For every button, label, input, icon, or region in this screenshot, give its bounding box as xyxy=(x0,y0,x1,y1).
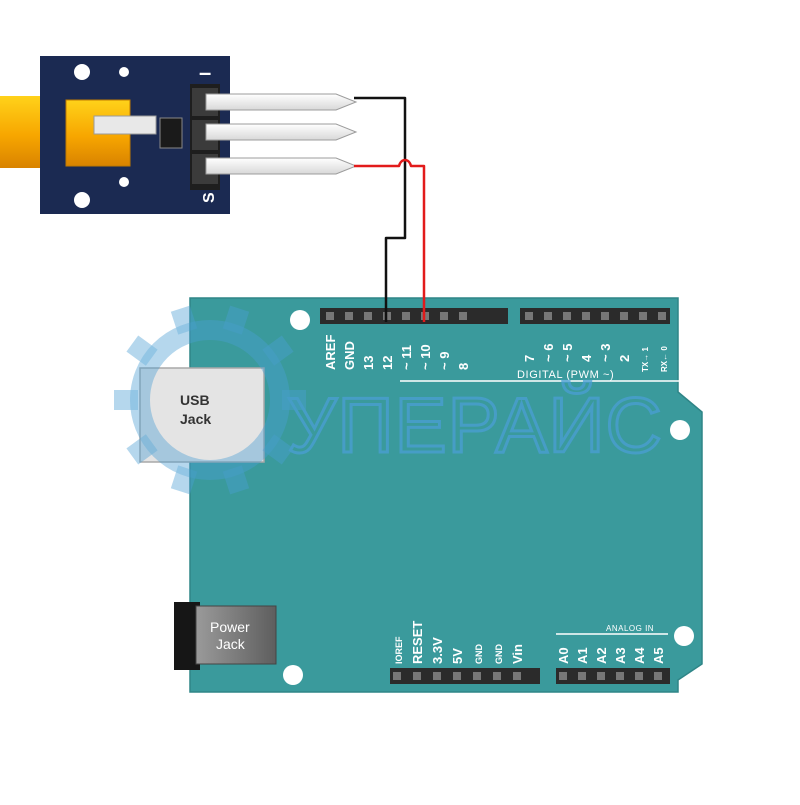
pin-label: TX→ 1 xyxy=(641,347,650,372)
usb-label: USB xyxy=(180,392,210,408)
module-pin-minus xyxy=(205,93,358,111)
pin-label: 12 xyxy=(380,356,395,370)
header-pin-hole xyxy=(453,672,461,680)
mounting-hole xyxy=(290,310,310,330)
mounting-hole xyxy=(283,665,303,685)
pin-label: A2 xyxy=(594,647,609,664)
pin-label: A4 xyxy=(632,647,647,664)
header-pin-hole xyxy=(616,672,624,680)
power-jack-label: Power xyxy=(210,619,250,635)
module-minus-label: – xyxy=(199,60,211,85)
usb-jack: USB Jack xyxy=(139,367,265,463)
header-pin-hole xyxy=(654,672,662,680)
pin-labels: AREF GND 13 12 ~ 11 ~ 10 ~ 9 8 7 ~ 6 ~ 5 4 ~ 3 2 TX→ 1… xyxy=(323,335,669,664)
mounting-hole xyxy=(674,626,694,646)
header-pin-hole xyxy=(559,672,567,680)
module-pin-middle xyxy=(205,123,358,141)
usb-label: Jack xyxy=(180,411,211,427)
header-pin-hole xyxy=(440,312,448,320)
pin-label: 4 xyxy=(579,354,594,362)
header-pin-hole xyxy=(582,312,590,320)
pin-label: IOREF xyxy=(394,636,404,664)
header-pin-hole xyxy=(658,312,666,320)
pin-label: GND xyxy=(342,341,357,370)
laser-module: – S xyxy=(0,56,358,214)
module-pin-signal xyxy=(205,157,358,175)
pcb-hole xyxy=(74,192,90,208)
analog-header xyxy=(556,668,670,684)
pin-label: ~ 9 xyxy=(437,352,452,370)
pin-label: RX← 0 xyxy=(660,346,669,372)
header-pin-hole xyxy=(413,672,421,680)
header-pin-hole xyxy=(364,312,372,320)
pcb-hole xyxy=(74,64,90,80)
header-pin-hole xyxy=(525,312,533,320)
pin-label: 13 xyxy=(361,356,376,370)
header-pin-hole xyxy=(513,672,521,680)
pin-label: AREF xyxy=(323,335,338,370)
mounting-hole xyxy=(670,420,690,440)
header-pin-hole xyxy=(402,312,410,320)
pin-label: 3.3V xyxy=(430,637,445,664)
pin-label: 8 xyxy=(456,363,471,370)
header-pin-holes xyxy=(326,312,666,680)
pin-label: ~ 10 xyxy=(418,344,433,370)
header-pin-hole xyxy=(393,672,401,680)
pin-label: A0 xyxy=(556,647,571,664)
pin-label: GND xyxy=(474,644,484,665)
digital-header-right xyxy=(520,308,670,324)
analog-caption: ANALOG IN xyxy=(606,624,654,633)
pin-label: ~ 5 xyxy=(560,344,575,362)
header-pin-hole xyxy=(578,672,586,680)
signal-wire xyxy=(354,158,426,322)
power-jack-label: Jack xyxy=(216,636,246,652)
header-pin-hole xyxy=(493,672,501,680)
arduino-board: USB Jack Power Jack DIGITAL (PWM ~) ANAL… xyxy=(139,297,703,693)
pin-label: ~ 3 xyxy=(598,344,613,362)
header-pin-hole xyxy=(345,312,353,320)
pin-label: GND xyxy=(494,644,504,665)
digital-caption: DIGITAL (PWM ~) xyxy=(517,369,614,381)
pcb-hole xyxy=(119,177,129,187)
watermark-text: УПЕРАЙС xyxy=(287,381,663,469)
pin-label: 7 xyxy=(522,355,537,362)
pin-label: ~ 6 xyxy=(541,344,556,362)
header-pin-hole xyxy=(433,672,441,680)
smd-component xyxy=(159,117,183,149)
pin-label: 2 xyxy=(617,355,632,362)
gear-icon xyxy=(114,305,306,495)
pin-label: RESET xyxy=(410,621,425,664)
ground-wire xyxy=(354,96,407,322)
pcb-hole xyxy=(119,67,129,77)
header-pin-hole xyxy=(459,312,467,320)
pin-label: A1 xyxy=(575,647,590,664)
pin-label: 5V xyxy=(450,648,465,664)
pin-label: ~ 11 xyxy=(399,345,414,370)
power-jack: Power Jack xyxy=(174,602,277,670)
header-pin-hole xyxy=(601,312,609,320)
watermark: УПЕРАЙС xyxy=(114,305,663,495)
header-pin-hole xyxy=(639,312,647,320)
board-outline xyxy=(189,297,703,693)
header-pin-hole xyxy=(635,672,643,680)
pin-label: A3 xyxy=(613,647,628,664)
header-pin-hole xyxy=(544,312,552,320)
header-pin-hole xyxy=(620,312,628,320)
power-header xyxy=(390,668,540,684)
module-signal-label: S xyxy=(201,192,218,203)
header-pin-hole xyxy=(473,672,481,680)
header-pin-hole xyxy=(597,672,605,680)
pin-label: Vin xyxy=(510,644,525,664)
pin-label: A5 xyxy=(651,647,666,664)
header-pin-hole xyxy=(563,312,571,320)
header-pin-hole xyxy=(326,312,334,320)
